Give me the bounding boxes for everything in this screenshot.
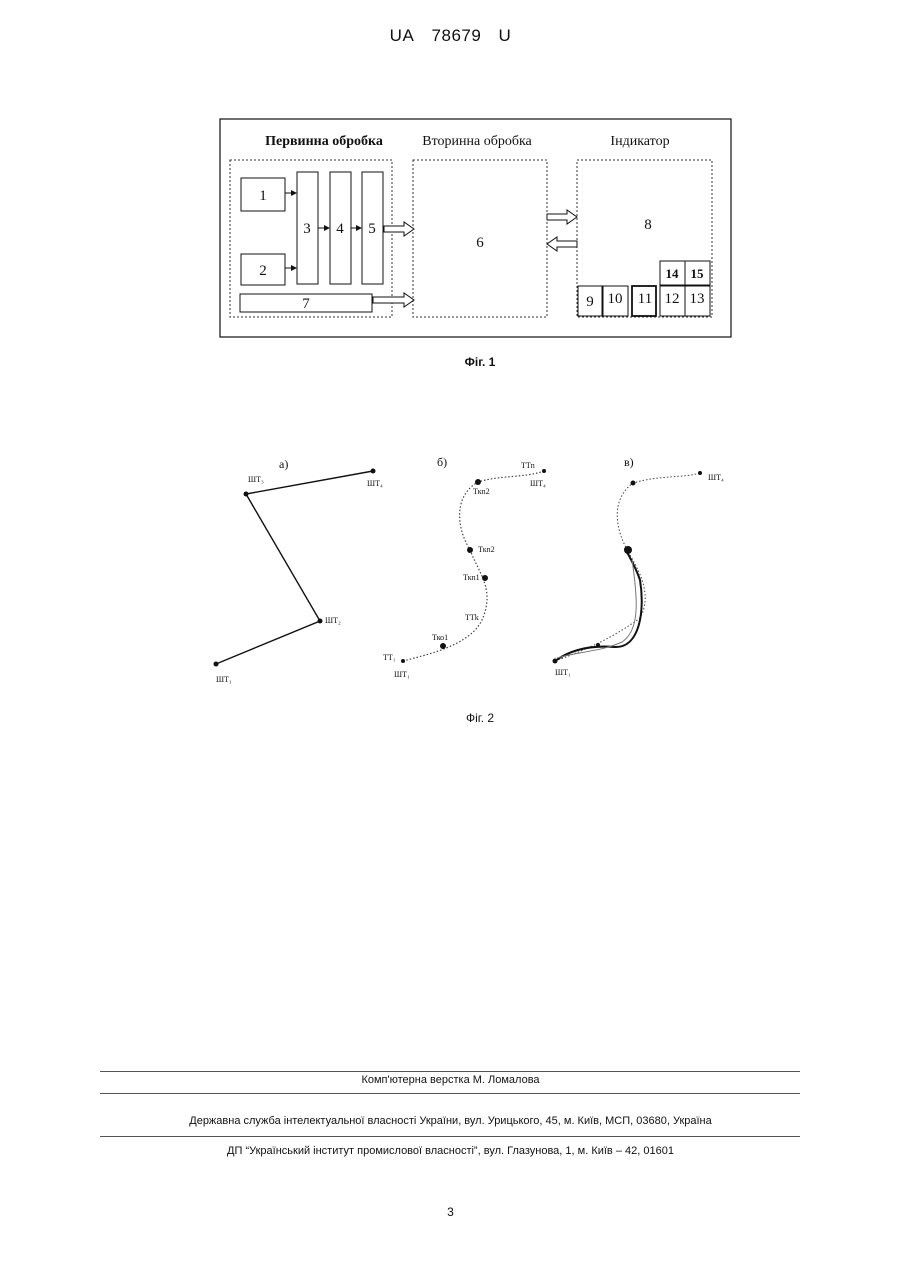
panel-a-polyline: [216, 471, 373, 664]
footer-institute: ДП “Український інститут промислової вла…: [0, 1145, 901, 1157]
block-9-label: 9: [586, 294, 594, 310]
figure-2-caption: Фіг. 2: [420, 711, 540, 725]
panel-b-tkm2: Ткn2: [473, 487, 490, 496]
panel-b: б) ТТ₁ ШТ₁ Тко1 ТТk Ткn1 Ткn2 Ткn2 ТТn Ш…: [383, 455, 546, 679]
panel-b-sht4: ШТ₄: [530, 479, 546, 488]
panel-c-label: в): [624, 455, 634, 469]
panel-b-tt1: ТТ₁: [383, 653, 396, 662]
block-12-label: 12: [665, 291, 680, 307]
panel-a-sht4: ШТ₄: [367, 479, 383, 488]
section-primary-title: Первинна обробка: [265, 134, 383, 149]
arrow-5-to-6: [384, 222, 414, 236]
footer-rule-2: [100, 1093, 800, 1094]
panel-c-sht1: ШТ₁: [555, 668, 571, 677]
footer-rule-1: [100, 1071, 800, 1072]
section-indicator-title: Індикатор: [610, 134, 669, 149]
panel-b-ttn: ТТn: [521, 461, 535, 470]
panel-a-sht1: ШТ₁: [216, 675, 232, 684]
block-10-label: 10: [608, 291, 623, 307]
page-number: 3: [0, 1205, 901, 1219]
panel-c: в) ШТ₁ ШТ₄: [553, 455, 724, 677]
panel-b-tkn2: Ткn2: [478, 545, 495, 554]
panel-b-sht1: ШТ₁: [394, 670, 410, 679]
panel-a-sht2: ШТ₂: [325, 616, 341, 625]
figure-1-diagram: Первинна обробка Вторинна обробка Індика…: [0, 0, 901, 400]
footer-service: Державна служба інтелектуальної власност…: [0, 1115, 901, 1127]
panel-b-label: б): [437, 455, 447, 469]
footer-rule-3: [100, 1136, 800, 1137]
panel-b-ttk: ТТk: [465, 613, 479, 622]
block-3-label: 3: [303, 221, 311, 237]
panel-b-tkn1: Ткn1: [463, 573, 480, 582]
block-5-label: 5: [368, 221, 376, 237]
block-15-label: 15: [691, 266, 705, 281]
panel-a-label: а): [279, 457, 288, 471]
block-2-label: 2: [259, 263, 267, 279]
arrow-7-to-6: [373, 293, 414, 307]
figure-2-diagram: а) ШТ₁ ШТ₂ ШТ₃ ШТ₄ б) ТТ₁ ШТ₁ Тко1 ТТk Т…: [0, 440, 901, 700]
panel-b-curve: [403, 471, 544, 661]
block-11-label: 11: [638, 291, 652, 307]
arrow-8-to-6: [547, 237, 577, 251]
block-13-label: 13: [690, 291, 705, 307]
panel-a-sht3: ШТ₃: [248, 475, 264, 484]
block-8-label: 8: [644, 217, 652, 233]
block-7-label: 7: [302, 296, 310, 312]
panel-b-tko1: Тко1: [432, 633, 448, 642]
arrow-6-to-8: [547, 210, 577, 224]
block-14-label: 14: [666, 266, 680, 281]
panel-c-curve-thin: [557, 560, 636, 658]
panel-a: а) ШТ₁ ШТ₂ ШТ₃ ШТ₄: [214, 457, 383, 684]
section-secondary-title: Вторинна обробка: [422, 134, 532, 149]
block-6-label: 6: [476, 235, 484, 251]
block-4-label: 4: [336, 221, 344, 237]
footer-layout: Комп'ютерна верстка М. Ломалова: [0, 1074, 901, 1086]
block-1-label: 1: [259, 188, 267, 204]
figure-1-caption: Фіг. 1: [420, 355, 540, 369]
panel-c-curve-dotted: [555, 473, 700, 661]
panel-c-sht4: ШТ₄: [708, 473, 724, 482]
